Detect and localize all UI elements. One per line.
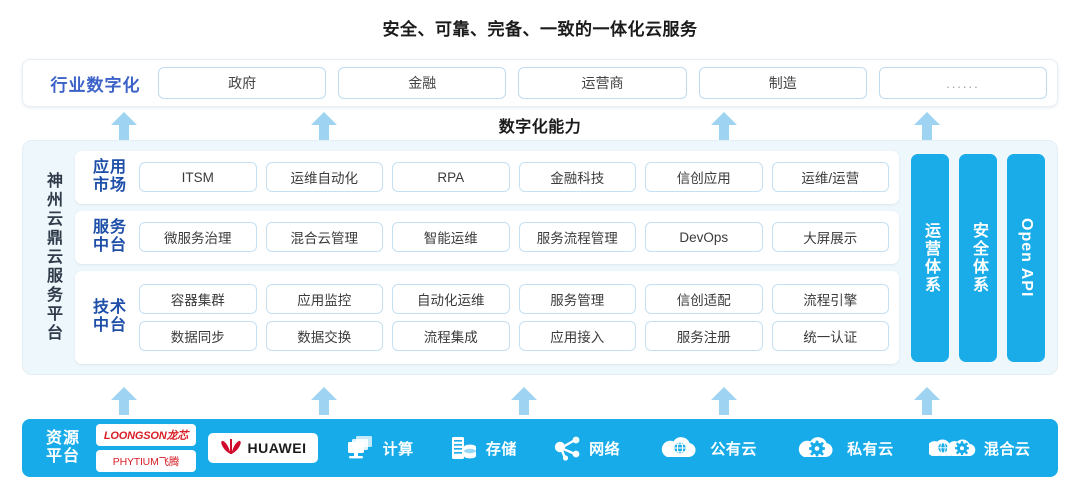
resource-label-line1: 资源: [45, 430, 80, 448]
pillar-group: 运营体系 安全体系 Open API: [903, 149, 1049, 366]
page-title: 安全、可靠、完备、一致的一体化云服务: [382, 20, 698, 39]
chip-devops[interactable]: DevOps: [645, 222, 763, 253]
pillar-security-system[interactable]: 安全体系: [959, 153, 997, 362]
chip-process-engine[interactable]: 流程引擎: [771, 283, 889, 314]
resource-item-network[interactable]: 网络: [552, 435, 620, 461]
loongson-logo[interactable]: LOONGSON龙芯: [96, 424, 196, 446]
cpu-vendor-logos: LOONGSON龙芯 PHYTIUM飞腾: [92, 424, 196, 472]
chip-process-integration[interactable]: 流程集成: [392, 320, 510, 351]
phytium-logo[interactable]: PHYTIUM飞腾: [96, 450, 196, 472]
chip-xinchuang-adaptation[interactable]: 信创适配: [645, 283, 763, 314]
chip-large-screen-display[interactable]: 大屏展示: [771, 222, 889, 253]
chip-service-process-mgmt[interactable]: 服务流程管理: [518, 222, 636, 253]
row-technology-platform: 技术 中台 容器集群 应用监控 自动化运维 服务管理 信创适配 流程引擎 数据同…: [75, 270, 899, 364]
row-label-technology-platform: 技术 中台: [81, 299, 139, 335]
up-arrow-bottom-1: [111, 387, 137, 415]
chip-fintech[interactable]: 金融科技: [518, 162, 636, 193]
platform-vertical-title: 神州云鼎云服务平台: [44, 172, 61, 343]
public-cloud-icon: [662, 437, 696, 457]
chip-unified-auth[interactable]: 统一认证: [771, 320, 889, 351]
row-label-line2: 中台: [92, 317, 127, 335]
up-arrow-top-1: [111, 112, 137, 140]
platform-row-stack: 应用 市场 ITSM 运维自动化 RPA 金融科技 信创应用 运维/运营: [73, 149, 903, 366]
chip-app-monitoring[interactable]: 应用监控: [265, 283, 383, 314]
up-arrow-top-2: [311, 112, 337, 140]
chip-app-access[interactable]: 应用接入: [518, 320, 636, 351]
chip-line: 微服务治理 混合云管理 智能运维 服务流程管理 DevOps 大屏展示: [139, 222, 889, 253]
industry-band-label: 行业数字化: [50, 75, 141, 95]
industry-band: 行业数字化 政府 金融 运营商 制造 ......: [22, 59, 1058, 107]
row-label-line1: 应用: [92, 159, 127, 177]
chip-itsm[interactable]: ITSM: [139, 162, 257, 193]
row-application-market: 应用 市场 ITSM 运维自动化 RPA 金融科技 信创应用 运维/运营: [75, 151, 899, 204]
resource-item-compute[interactable]: 计算: [346, 435, 414, 461]
row-service-platform: 服务 中台 微服务治理 混合云管理 智能运维 服务流程管理 DevOps 大屏展…: [75, 210, 899, 264]
resource-item-private-cloud[interactable]: 私有云: [792, 435, 894, 461]
industry-chip-government[interactable]: 政府: [158, 67, 327, 99]
network-icon: [554, 436, 580, 461]
resource-item-hybrid-cloud[interactable]: 混合云: [928, 435, 1031, 461]
resource-platform-label: 资源 平台: [34, 430, 92, 465]
chip-rpa[interactable]: RPA: [392, 162, 510, 193]
resource-item-label: 私有云: [847, 440, 894, 458]
resource-item-list: 计算 存储: [318, 435, 1048, 461]
up-arrow-bottom-3: [511, 387, 537, 415]
chip-container-cluster[interactable]: 容器集群: [139, 283, 257, 314]
industry-chip-manufacturing[interactable]: 制造: [698, 67, 867, 99]
capability-label: 数字化能力: [498, 119, 582, 136]
huawei-logo[interactable]: HUAWEI: [208, 433, 318, 463]
pillar-operation-system[interactable]: 运营体系: [911, 153, 949, 362]
chip-line: 数据同步 数据交换 流程集成 应用接入 服务注册 统一认证: [139, 320, 889, 351]
resource-item-label: 网络: [589, 440, 621, 458]
resource-item-label: 混合云: [983, 440, 1031, 458]
resource-item-label: 计算: [382, 440, 414, 458]
private-cloud-icon: [798, 437, 833, 457]
industry-chip-finance[interactable]: 金融: [338, 67, 507, 99]
up-arrow-bottom-4: [711, 387, 737, 415]
cloud-platform-panel: 神州云鼎云服务平台 应用 市场 ITSM 运维自动化 RPA 金融科技 信创应用…: [22, 140, 1058, 375]
up-arrow-top-4: [914, 112, 940, 140]
row-label-service-platform: 服务 中台: [81, 219, 139, 255]
up-arrow-bottom-5: [914, 387, 940, 415]
row-label-line2: 市场: [92, 177, 127, 195]
resource-platform-band: 资源 平台 LOONGSON龙芯 PHYTIUM飞腾 HUAWEI: [22, 419, 1058, 477]
huawei-wordmark: HUAWEI: [247, 440, 307, 456]
row-body-application-market: ITSM 运维自动化 RPA 金融科技 信创应用 运维/运营: [139, 162, 889, 193]
row-body-technology-platform: 容器集群 应用监控 自动化运维 服务管理 信创适配 流程引擎 数据同步 数据交换…: [139, 283, 889, 351]
chip-line: 容器集群 应用监控 自动化运维 服务管理 信创适配 流程引擎: [139, 283, 889, 314]
chip-service-mgmt[interactable]: 服务管理: [518, 283, 636, 314]
chip-automated-ops[interactable]: 自动化运维: [392, 283, 510, 314]
industry-chip-operator[interactable]: 运营商: [518, 67, 687, 99]
row-label-application-market: 应用 市场: [81, 159, 139, 195]
resource-item-label: 公有云: [710, 440, 757, 458]
chip-data-exchange[interactable]: 数据交换: [265, 320, 383, 351]
row-label-line1: 技术: [92, 299, 127, 317]
resource-item-public-cloud[interactable]: 公有云: [655, 435, 757, 461]
resource-label-line2: 平台: [45, 448, 80, 465]
chip-data-sync[interactable]: 数据同步: [139, 320, 257, 351]
resource-item-storage[interactable]: 存储: [449, 435, 517, 461]
chip-hybrid-cloud-mgmt[interactable]: 混合云管理: [265, 222, 383, 253]
chip-ops-operation[interactable]: 运维/运营: [771, 162, 889, 193]
huawei-flower-icon: [220, 439, 241, 455]
chip-service-registry[interactable]: 服务注册: [645, 320, 763, 351]
industry-chip-list: 政府 金融 运营商 制造 ......: [158, 67, 1048, 99]
chip-xinchuang-app[interactable]: 信创应用: [645, 162, 763, 193]
chip-line: ITSM 运维自动化 RPA 金融科技 信创应用 运维/运营: [139, 162, 889, 193]
up-arrow-bottom-2: [311, 387, 337, 415]
row-label-line2: 中台: [92, 237, 127, 255]
chip-intelligent-ops[interactable]: 智能运维: [392, 222, 510, 253]
compute-icon: [347, 436, 372, 459]
industry-chip-more[interactable]: ......: [878, 67, 1048, 99]
up-arrow-top-3: [711, 112, 737, 140]
chip-ops-automation[interactable]: 运维自动化: [265, 162, 383, 193]
hybrid-cloud-icon: [928, 439, 976, 457]
row-label-line1: 服务: [92, 219, 127, 237]
resource-item-label: 存储: [485, 440, 517, 458]
storage-icon: [451, 437, 476, 459]
pillar-open-api[interactable]: Open API: [1007, 153, 1045, 362]
row-body-service-platform: 微服务治理 混合云管理 智能运维 服务流程管理 DevOps 大屏展示: [139, 222, 889, 253]
chip-microservice-governance[interactable]: 微服务治理: [139, 222, 257, 253]
